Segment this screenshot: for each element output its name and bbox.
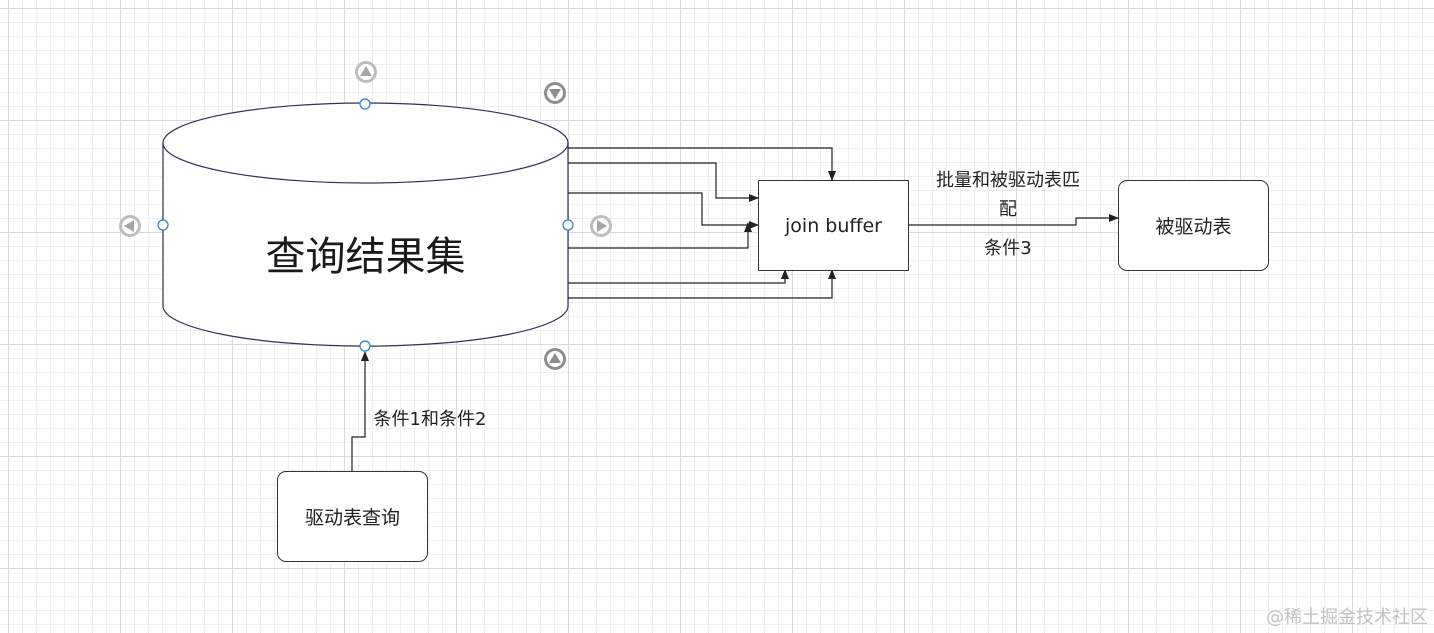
result-set-cylinder[interactable] xyxy=(162,102,569,347)
driving-query-label: 驱动表查询 xyxy=(304,507,400,529)
condition3-label: 条件3 xyxy=(984,238,1032,259)
nav-up-bottom-icon[interactable] xyxy=(544,348,566,370)
handle-bottom xyxy=(359,340,371,352)
connector-driving-to-result xyxy=(351,351,369,471)
result-set-label: 查询结果集 xyxy=(265,234,466,280)
nav-up-top-icon[interactable] xyxy=(355,61,377,83)
connector-5 xyxy=(568,269,789,284)
batch-match-label-line1: 批量和被驱动表匹 xyxy=(936,170,1080,191)
driving-query-node[interactable]: 驱动表查询 xyxy=(277,471,428,562)
nav-left-icon[interactable] xyxy=(119,215,141,237)
connector-4 xyxy=(568,222,752,249)
handle-right xyxy=(562,219,574,231)
connector-6 xyxy=(568,269,836,299)
connector-2 xyxy=(568,162,759,202)
batch-match-label-line2: 配 xyxy=(999,199,1017,220)
driven-table-node[interactable]: 被驱动表 xyxy=(1118,180,1269,271)
connector-1 xyxy=(568,147,836,181)
nav-down-icon[interactable] xyxy=(544,82,566,104)
driven-table-label: 被驱动表 xyxy=(1155,216,1232,238)
handle-left xyxy=(157,219,169,231)
condition12-label: 条件1和条件2 xyxy=(373,409,487,430)
nav-right-icon[interactable] xyxy=(590,215,612,237)
connector-join-to-driven xyxy=(908,214,1119,226)
watermark: @稀土掘金技术社区 xyxy=(1266,607,1428,628)
handle-top xyxy=(359,98,371,110)
connectors-to-join-buffer xyxy=(351,147,1119,471)
join-buffer-label: join buffer xyxy=(785,214,882,237)
join-buffer-node[interactable]: join buffer xyxy=(758,180,909,271)
connector-3 xyxy=(568,192,759,229)
selection-handles[interactable] xyxy=(157,98,574,352)
